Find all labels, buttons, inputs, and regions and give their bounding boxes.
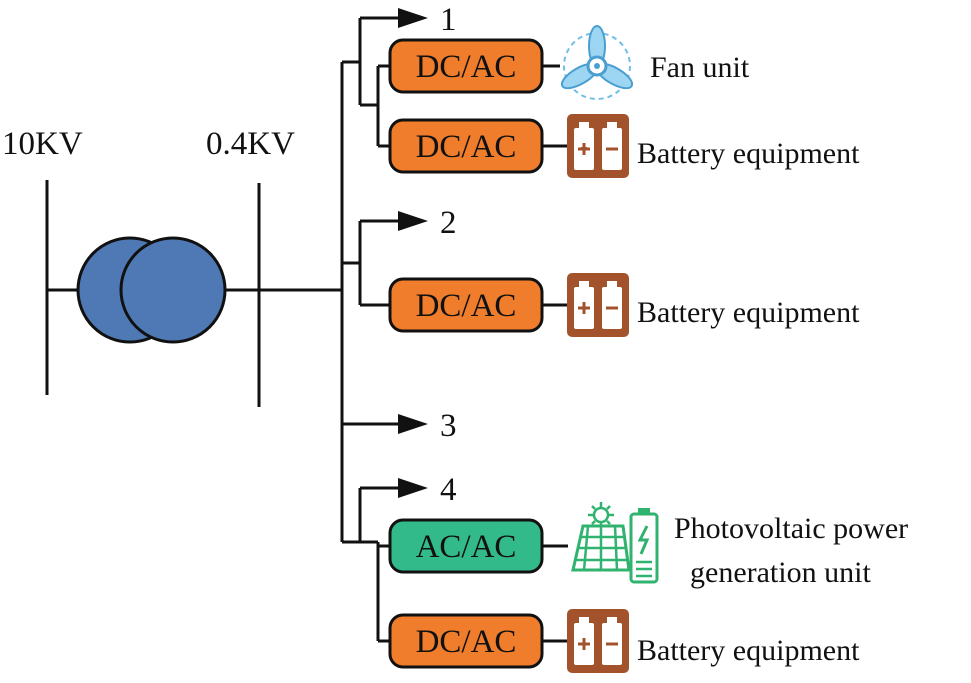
converter-box-3: DC/AC bbox=[388, 277, 544, 333]
device-label-1: Fan unit bbox=[650, 51, 750, 84]
device-label-4-line2: generation unit bbox=[690, 556, 871, 589]
battery-icon bbox=[567, 273, 629, 337]
converter-label-4: AC/AC bbox=[416, 529, 517, 565]
transformer-winding-secondary bbox=[119, 236, 227, 344]
fan-icon bbox=[560, 25, 634, 100]
converter-box-5: DC/AC bbox=[388, 613, 544, 669]
converter-box-4: AC/AC bbox=[388, 518, 544, 574]
feeder-3-arrow-head bbox=[398, 414, 428, 434]
converter-box-2: DC/AC bbox=[388, 118, 544, 174]
solar-panel-battery-icon bbox=[571, 502, 659, 584]
voltage-label-10kv: 10KV bbox=[2, 126, 83, 162]
battery-icon bbox=[567, 114, 629, 178]
feeder-4-arrow-head bbox=[398, 478, 428, 498]
device-label-3: Battery equipment bbox=[637, 296, 860, 329]
device-label-4-line1: Photovoltaic power bbox=[674, 512, 908, 545]
converter-label-3: DC/AC bbox=[416, 288, 517, 324]
feeder-1-number: 1 bbox=[440, 2, 457, 38]
converter-label-5: DC/AC bbox=[416, 624, 517, 660]
device-label-2: Battery equipment bbox=[637, 137, 860, 170]
voltage-label-0-4kv: 0.4KV bbox=[206, 126, 295, 162]
feeder-4-number: 4 bbox=[440, 472, 457, 508]
converter-label-1: DC/AC bbox=[416, 49, 517, 85]
device-label-5: Battery equipment bbox=[637, 634, 860, 667]
feeder-1-arrow-head bbox=[398, 8, 428, 28]
feeder-2-arrow-head bbox=[398, 211, 428, 231]
converter-box-1: DC/AC bbox=[388, 38, 544, 94]
feeder-3-number: 3 bbox=[440, 408, 457, 444]
feeder-2-number: 2 bbox=[440, 205, 457, 241]
battery-icon bbox=[567, 609, 629, 673]
converter-label-2: DC/AC bbox=[416, 129, 517, 165]
